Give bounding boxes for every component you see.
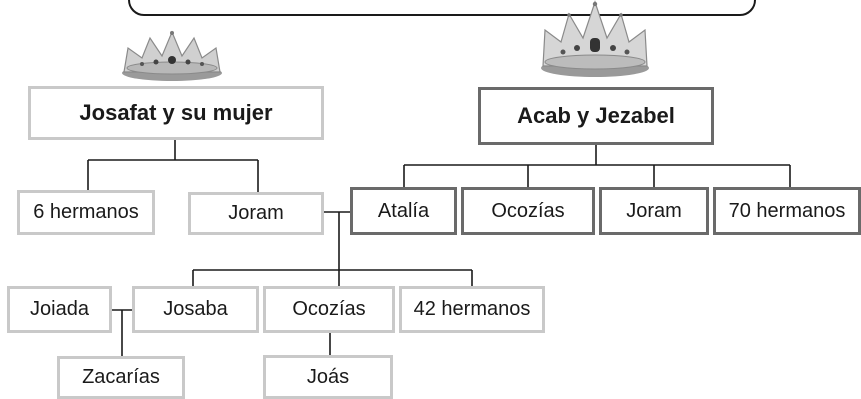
node-acab: Acab y Jezabel: [478, 87, 714, 145]
node-atalia: Atalía: [350, 187, 457, 235]
node-joram-right: Joram: [599, 187, 709, 235]
node-cuarenta-dos-hermanos: 42 hermanos: [399, 286, 545, 333]
node-joram-left: Joram: [188, 192, 324, 235]
node-joas: Joás: [263, 355, 393, 399]
node-setenta-hermanos: 70 hermanos: [713, 187, 861, 235]
node-josaba: Josaba: [132, 286, 259, 333]
crown-icon: [122, 30, 222, 81]
node-ocozias-right: Ocozías: [461, 187, 595, 235]
node-zacarias: Zacarías: [57, 356, 185, 399]
crown-icon: [541, 0, 649, 77]
node-seis-hermanos: 6 hermanos: [17, 190, 155, 235]
node-josafat: Josafat y su mujer: [28, 86, 324, 140]
node-ocozias-bottom: Ocozías: [263, 286, 395, 333]
node-joiada: Joiada: [7, 286, 112, 333]
